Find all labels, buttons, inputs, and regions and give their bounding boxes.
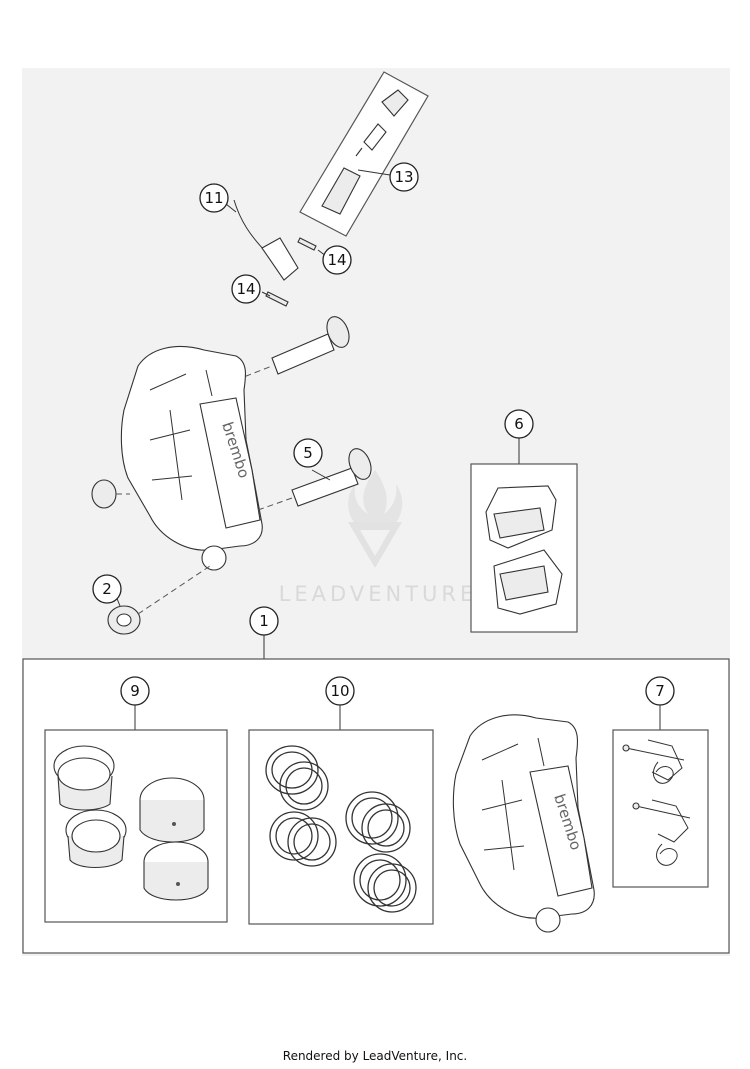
piston-4: [143, 841, 209, 901]
callout-9-label: 9: [130, 682, 140, 700]
bleeder-kit-box: [299, 71, 429, 237]
bleeder-cap: [381, 89, 409, 117]
callout-9: 9: [120, 676, 150, 706]
bolt-lower-leader: [311, 469, 331, 481]
watermark-logo: LEADVENTURE: [279, 470, 478, 606]
bolt-upper-head: [326, 316, 350, 348]
pad-pins-box: [612, 705, 709, 888]
callout-2: 2: [92, 574, 122, 604]
spacer-hole: [116, 613, 132, 627]
callout-7: 7: [645, 676, 675, 706]
caliper-bolt-lower: [257, 448, 372, 511]
caliper-lug-kit: [535, 907, 561, 933]
pad-spring-2: [651, 799, 689, 866]
bolt-lower-head: [348, 448, 372, 480]
callout-1: 1: [249, 606, 279, 636]
callout-13-label: 13: [394, 168, 413, 186]
brake-pads-box: [470, 438, 578, 633]
pad-pins-frame: [612, 729, 709, 888]
callout-10: 10: [325, 676, 355, 706]
callout-11: 11: [199, 183, 229, 213]
bleeder-screw: [355, 123, 387, 157]
bolt-lower-axis: [257, 497, 293, 511]
seals-frame: [248, 729, 434, 925]
footer-credit: Rendered by LeadVenture, Inc.: [282, 1049, 468, 1063]
spacer-left: [91, 479, 117, 509]
brake-pad-upper-lining: [493, 507, 545, 539]
brake-caliper-main: brembo: [91, 346, 263, 571]
seal-set-3: [345, 791, 411, 853]
caliper-ribs-kit: [481, 737, 545, 871]
callout-6-label: 6: [514, 415, 524, 433]
bolt-lower-shaft: [291, 467, 359, 507]
brake-hose-fitting: [261, 237, 299, 281]
brake-pad-lower-lining: [499, 565, 549, 601]
piston-3: [139, 777, 205, 843]
caliper-lug-main: [201, 545, 227, 571]
seal-set-1: [265, 745, 329, 811]
callout-14-lower: 14: [231, 274, 261, 304]
bolt-upper-shaft: [271, 333, 335, 375]
caliper-face-main: [199, 397, 261, 529]
piston-1: [53, 745, 115, 811]
pad-pin-1: [622, 744, 685, 761]
callout-11-label: 11: [204, 189, 223, 207]
caliper-face-kit: [529, 765, 593, 897]
bleeder-bolt: [321, 167, 361, 215]
callout-1-label: 1: [259, 612, 269, 630]
brake-hose: [225, 199, 299, 281]
callout-14-upper-label: 14: [327, 251, 346, 269]
callout-5: 5: [293, 438, 323, 468]
callout-5-label: 5: [303, 444, 313, 462]
callout-6: 6: [504, 409, 534, 439]
spacer-axis: [137, 565, 211, 615]
callout-14-upper: 14: [322, 245, 352, 275]
callout-10-label: 10: [330, 682, 349, 700]
bleeder-leader: [357, 169, 391, 176]
seal-set-4: [353, 853, 417, 913]
seals-box: [248, 705, 434, 925]
brake-caliper-kit: brembo: [452, 714, 595, 933]
bolt-upper-axis: [235, 365, 273, 381]
callout-2-label: 2: [102, 580, 112, 598]
piston-2: [65, 809, 127, 869]
pistons-box: [44, 705, 228, 923]
seal-set-2: [269, 811, 337, 867]
caliper-ribs-main: [149, 369, 213, 501]
seal-ring-upper: [297, 237, 317, 251]
caliper-bolt-upper: [235, 316, 350, 381]
callout-7-label: 7: [655, 682, 665, 700]
pad-spring-1: [647, 739, 683, 784]
callout-13: 13: [389, 162, 419, 192]
watermark-text: LEADVENTURE: [279, 582, 478, 606]
watermark-v-icon: [348, 522, 402, 568]
callout-14-lower-label: 14: [236, 280, 255, 298]
seal-ring-lower-leader: [261, 291, 271, 297]
brake-hose-leader: [225, 203, 237, 213]
watermark-flame-icon: [348, 470, 403, 528]
spacer: [107, 565, 211, 635]
